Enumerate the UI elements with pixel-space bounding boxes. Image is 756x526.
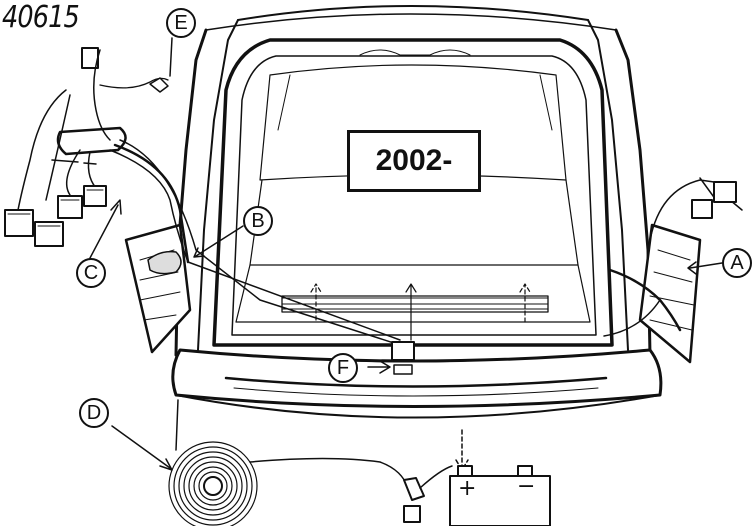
- callout-c: C: [76, 258, 106, 288]
- battery-cable: [175, 399, 469, 523]
- callout-a: A: [722, 248, 752, 278]
- routing-arrows: [310, 283, 531, 341]
- callout-b: B: [243, 206, 273, 236]
- model-year-label: 2002-: [347, 130, 481, 192]
- callout-d: D: [79, 398, 109, 428]
- cable-coil: [168, 441, 258, 526]
- callout-leaders: [89, 37, 723, 471]
- callout-f: F: [328, 353, 358, 383]
- cargo-sill-strip: [281, 295, 549, 313]
- battery-negative-terminal: −: [517, 474, 536, 499]
- part-number: 40615: [2, 0, 80, 35]
- rear-bumper: [171, 348, 663, 419]
- battery-positive-terminal: +: [458, 476, 477, 501]
- callout-e: E: [166, 8, 196, 38]
- battery: [449, 465, 551, 526]
- left-tail-light: [124, 223, 192, 354]
- wiring-harness: [4, 47, 743, 375]
- right-tail-light: [638, 223, 702, 364]
